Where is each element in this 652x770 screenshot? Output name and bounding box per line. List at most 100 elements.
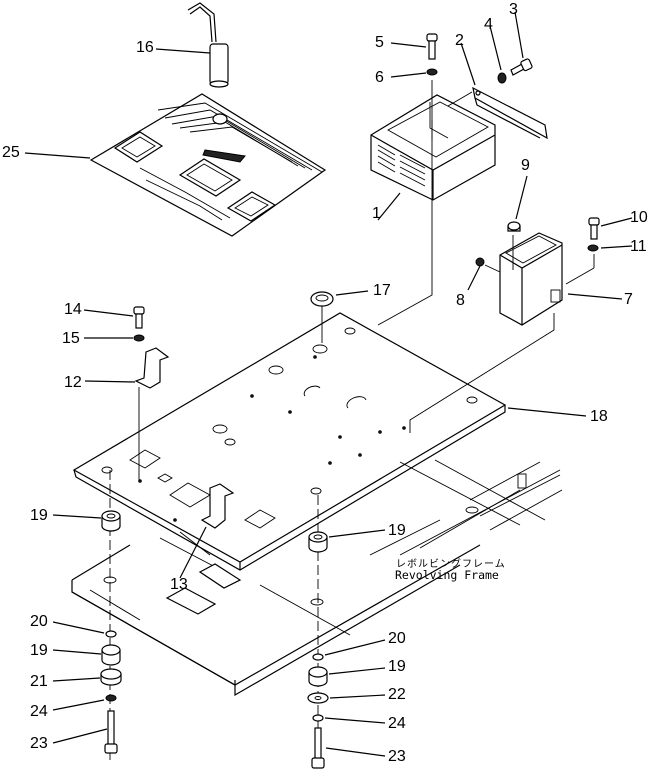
part-19-cushion-left-lower — [101, 644, 121, 666]
part-8-nut — [475, 257, 485, 267]
callout-6: 6 — [375, 69, 384, 86]
callout-18: 18 — [590, 408, 608, 425]
callout-8: 8 — [456, 292, 465, 309]
part-5-bolt — [426, 33, 438, 60]
callout-7: 7 — [624, 291, 633, 308]
leader-16 — [155, 48, 211, 54]
leader-25 — [24, 152, 91, 159]
callout-3: 3 — [509, 1, 518, 18]
callout-19-b: 19 — [30, 642, 48, 659]
part-11-washer — [587, 244, 599, 252]
callout-14: 14 — [64, 301, 82, 318]
callout-23-b: 23 — [388, 748, 406, 765]
callout-9: 9 — [521, 157, 530, 174]
callout-20-b: 20 — [388, 630, 406, 647]
part-24-washer-left — [105, 694, 117, 702]
axis-2 — [447, 91, 473, 107]
part-22-plate — [307, 692, 329, 704]
leader-24b — [324, 717, 386, 724]
part-4-washer — [497, 72, 507, 84]
callout-19-c: 19 — [388, 522, 406, 539]
leader-20b — [324, 639, 386, 656]
axis-7-plate — [409, 313, 555, 433]
leader-8 — [467, 265, 481, 291]
callout-22: 22 — [388, 686, 406, 703]
leader-5 — [390, 42, 427, 48]
callout-15: 15 — [62, 330, 80, 347]
callout-20-a: 20 — [30, 613, 48, 630]
part-3-bolt — [510, 58, 533, 76]
leader-3 — [514, 11, 524, 59]
leader-19c — [328, 529, 386, 538]
leader-12 — [84, 380, 136, 383]
axis-1-plate — [377, 120, 433, 326]
leader-20a — [52, 621, 105, 634]
part-15-washer — [133, 334, 145, 342]
part-7-box — [499, 232, 563, 326]
callout-12: 12 — [64, 374, 82, 391]
leader-1 — [377, 192, 401, 221]
part-19-cushion-right-lower — [308, 666, 328, 687]
part-6-washer — [426, 68, 438, 76]
callout-24-a: 24 — [30, 703, 48, 720]
part-19-cushion-right-upper — [308, 531, 328, 553]
part-23-bolt-right — [311, 727, 325, 769]
leader-23a — [52, 728, 108, 744]
leader-23b — [325, 747, 386, 757]
part-16-hook — [187, 2, 229, 88]
callout-13: 13 — [170, 576, 188, 593]
leader-21 — [52, 677, 101, 682]
callout-23-a: 23 — [30, 735, 48, 752]
callout-21: 21 — [30, 673, 48, 690]
callout-5: 5 — [375, 34, 384, 51]
part-19-cushion-left-upper — [101, 510, 121, 532]
part-20-washer-right — [312, 653, 324, 661]
leader-10 — [600, 217, 633, 227]
axis-7-link — [565, 267, 595, 285]
leader-7 — [567, 293, 623, 300]
part-12-bracket — [134, 347, 170, 389]
part-10-bolt — [588, 217, 600, 240]
leader-13 — [179, 526, 207, 579]
callout-10: 10 — [630, 209, 648, 226]
leader-11 — [600, 245, 633, 249]
part-14-bolt — [133, 306, 145, 329]
leader-19d — [328, 667, 386, 675]
part-13-bracket — [200, 483, 235, 529]
part-9-cap — [507, 221, 521, 232]
leader-14 — [83, 309, 134, 317]
leader-19b — [52, 649, 102, 655]
part-17-grommet — [310, 291, 334, 307]
part-1-cover-box — [370, 94, 496, 201]
callout-4: 4 — [484, 16, 493, 33]
callout-2: 2 — [455, 32, 464, 49]
leader-24a — [52, 699, 105, 711]
part-2-bracket — [472, 86, 548, 140]
revolving-frame — [72, 460, 563, 697]
leader-17 — [335, 290, 369, 296]
part-24-washer-right — [312, 714, 324, 722]
part-25-floor-mat — [89, 93, 327, 237]
axis-8 — [484, 264, 501, 273]
callout-25: 25 — [2, 144, 20, 161]
callout-11: 11 — [630, 238, 647, 255]
leader-22 — [329, 694, 386, 699]
part-23-bolt-left — [104, 710, 118, 754]
leader-4 — [489, 25, 502, 71]
callout-19-a: 19 — [30, 507, 48, 524]
part-20-washer-left — [105, 630, 117, 638]
frame-label-jp: レボルビングフレーム — [396, 559, 506, 570]
leader-19a — [52, 514, 102, 519]
leader-6 — [390, 72, 427, 78]
leader-2 — [460, 42, 476, 86]
leader-9 — [515, 175, 528, 220]
callout-17: 17 — [373, 282, 391, 299]
callout-16: 16 — [136, 39, 154, 56]
frame-label-en: Revolving Frame — [395, 568, 499, 582]
callout-1: 1 — [372, 205, 381, 222]
callout-19-d: 19 — [388, 658, 406, 675]
leader-18 — [507, 407, 587, 417]
callout-24-b: 24 — [388, 715, 406, 732]
part-21-plate — [100, 668, 122, 686]
